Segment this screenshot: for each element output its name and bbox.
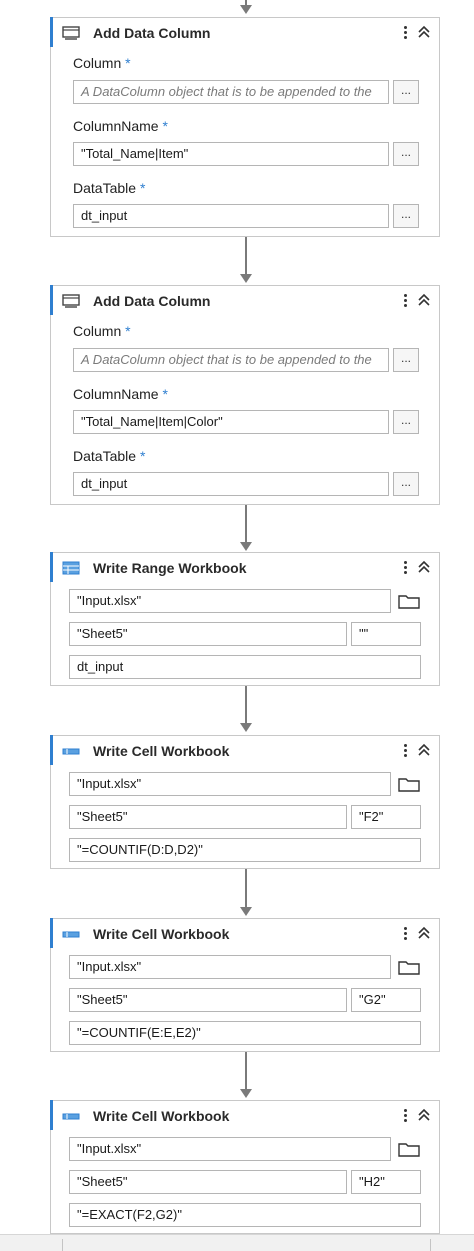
folder-icon[interactable] [395,589,423,613]
workbook-path-input[interactable]: "Input.xlsx" [69,1137,391,1161]
connector-arrow [240,274,252,283]
required-marker: * [162,118,168,134]
column-browse-button[interactable]: ... [393,348,419,372]
folder-icon[interactable] [395,1137,423,1161]
activity-title: Write Cell Workbook [93,743,230,759]
cell-icon [62,1113,80,1120]
activity-header[interactable]: Add Data Column [51,286,439,316]
workbook-path-input[interactable]: "Input.xlsx" [69,955,391,979]
activity-header[interactable]: Write Cell Workbook [51,1101,439,1131]
required-marker: * [139,448,146,464]
datatable-label: DataTable * [73,180,146,196]
workbook-path-input[interactable]: "Input.xlsx" [69,772,391,796]
datatable-input[interactable]: dt_input [73,204,389,228]
cell-input[interactable]: "G2" [351,988,421,1012]
designer-bottom-bar [0,1234,474,1251]
required-marker: * [139,180,146,196]
required-marker: * [125,323,131,339]
kebab-icon[interactable] [401,742,409,760]
folder-icon[interactable] [395,955,423,979]
start-cell-input[interactable]: "" [351,622,421,646]
folder-icon[interactable] [395,772,423,796]
sheet-name-input[interactable]: "Sheet5" [69,622,347,646]
activity-title: Write Cell Workbook [93,926,230,942]
workbook-path-input[interactable]: "Input.xlsx" [69,589,391,613]
connector-line [245,1052,247,1090]
activity-write-cell-workbook-2[interactable]: Write Cell Workbook "Input.xlsx" "Sheet5… [50,918,440,1052]
chevron-up-double-icon[interactable] [417,560,431,574]
columnname-browse-button[interactable]: ... [393,410,419,434]
chevron-up-double-icon[interactable] [417,1108,431,1122]
column-label: Column * [73,323,131,339]
activity-header[interactable]: Add Data Column [51,18,439,48]
columnname-label: ColumnName * [73,386,168,402]
kebab-icon[interactable] [401,292,409,310]
activity-write-range-workbook[interactable]: Write Range Workbook "Input.xlsx" "Sheet… [50,552,440,686]
column-browse-button[interactable]: ... [393,80,419,104]
activity-header[interactable]: Write Cell Workbook [51,736,439,766]
connector-arrow [240,907,252,916]
chevron-up-double-icon[interactable] [417,25,431,39]
cell-value-input[interactable]: "=EXACT(F2,G2)" [69,1203,421,1227]
connector-arrow [240,1089,252,1098]
datatable-input[interactable]: dt_input [73,472,389,496]
table-icon [62,561,80,575]
activity-title: Write Cell Workbook [93,1108,230,1124]
connector-line [245,686,247,724]
activity-add-data-column-1[interactable]: Add Data Column Column * A DataColumn ob… [50,17,440,237]
sheet-name-input[interactable]: "Sheet5" [69,805,347,829]
connector-arrow [240,5,252,14]
datatable-label: DataTable * [73,448,146,464]
cell-icon [62,931,80,938]
connector-line [245,505,247,543]
activity-header[interactable]: Write Range Workbook [51,553,439,583]
activity-write-cell-workbook-3[interactable]: Write Cell Workbook "Input.xlsx" "Sheet5… [50,1100,440,1234]
activity-write-cell-workbook-1[interactable]: Write Cell Workbook "Input.xlsx" "Sheet5… [50,735,440,869]
kebab-icon[interactable] [401,24,409,42]
datatable-input[interactable]: dt_input [69,655,421,679]
column-input[interactable]: A DataColumn object that is to be append… [73,80,389,104]
sheet-name-input[interactable]: "Sheet5" [69,988,347,1012]
cell-input[interactable]: "F2" [351,805,421,829]
kebab-icon[interactable] [401,925,409,943]
cell-icon [62,748,80,755]
kebab-icon[interactable] [401,1107,409,1125]
divider [62,1239,63,1251]
connector-arrow [240,542,252,551]
window-icon [62,26,80,40]
chevron-up-double-icon[interactable] [417,926,431,940]
activity-header[interactable]: Write Cell Workbook [51,919,439,949]
chevron-up-double-icon[interactable] [417,293,431,307]
activity-add-data-column-2[interactable]: Add Data Column Column * A DataColumn ob… [50,285,440,505]
sheet-name-input[interactable]: "Sheet5" [69,1170,347,1194]
connector-arrow [240,723,252,732]
connector-line [245,869,247,908]
cell-value-input[interactable]: "=COUNTIF(E:E,E2)" [69,1021,421,1045]
column-label: Column * [73,55,131,71]
activity-title: Add Data Column [93,293,211,309]
datatable-browse-button[interactable]: ... [393,204,419,228]
cell-input[interactable]: "H2" [351,1170,421,1194]
columnname-input[interactable]: "Total_Name|Item" [73,142,389,166]
activity-title: Add Data Column [93,25,211,41]
divider [430,1239,431,1251]
required-marker: * [125,55,131,71]
columnname-label: ColumnName * [73,118,168,134]
column-input[interactable]: A DataColumn object that is to be append… [73,348,389,372]
kebab-icon[interactable] [401,559,409,577]
columnname-browse-button[interactable]: ... [393,142,419,166]
connector-line [245,237,247,275]
datatable-browse-button[interactable]: ... [393,472,419,496]
connector-line [245,0,247,6]
chevron-up-double-icon[interactable] [417,743,431,757]
activity-title: Write Range Workbook [93,560,247,576]
cell-value-input[interactable]: "=COUNTIF(D:D,D2)" [69,838,421,862]
columnname-input[interactable]: "Total_Name|Item|Color" [73,410,389,434]
window-icon [62,294,80,308]
required-marker: * [162,386,168,402]
